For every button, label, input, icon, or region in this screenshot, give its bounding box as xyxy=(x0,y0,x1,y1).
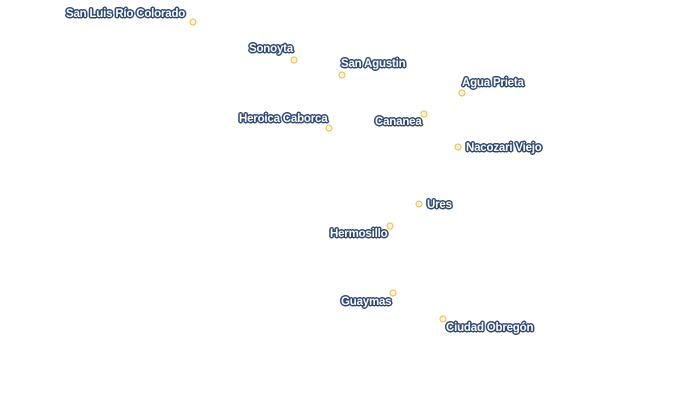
city-label-cananea: Cananea xyxy=(375,116,422,128)
city-label-agua-prieta: Agua Prieta xyxy=(462,77,524,89)
city-marker-hermosillo[interactable] xyxy=(386,222,394,230)
city-marker-guaymas[interactable] xyxy=(389,289,397,297)
city-marker-agua-prieta[interactable] xyxy=(458,89,466,97)
city-marker-ures[interactable] xyxy=(415,200,423,208)
city-label-san-agustin: San Agustin xyxy=(341,58,406,70)
city-marker-san-agustin[interactable] xyxy=(338,71,346,79)
city-label-san-luis-rio-colorado: San Luis Río Colorado xyxy=(66,8,186,20)
city-marker-cananea[interactable] xyxy=(420,110,428,118)
city-label-ures: Ures xyxy=(427,199,452,211)
city-label-heroica-caborca: Heroica Caborca xyxy=(239,113,328,125)
city-marker-nacozari-viejo[interactable] xyxy=(454,143,462,151)
city-label-ciudad-obregon: Ciudad Obregón xyxy=(446,322,534,334)
city-label-sonoyta: Sonoyta xyxy=(249,43,293,55)
city-marker-san-luis-rio-colorado[interactable] xyxy=(189,18,197,26)
city-label-hermosillo: Hermosillo xyxy=(330,228,388,240)
city-marker-sonoyta[interactable] xyxy=(290,56,298,64)
city-label-guaymas: Guaymas xyxy=(341,296,392,308)
city-marker-heroica-caborca[interactable] xyxy=(325,124,333,132)
city-label-nacozari-viejo: Nacozari Viejo xyxy=(466,142,542,154)
city-marker-ciudad-obregon[interactable] xyxy=(439,315,447,323)
